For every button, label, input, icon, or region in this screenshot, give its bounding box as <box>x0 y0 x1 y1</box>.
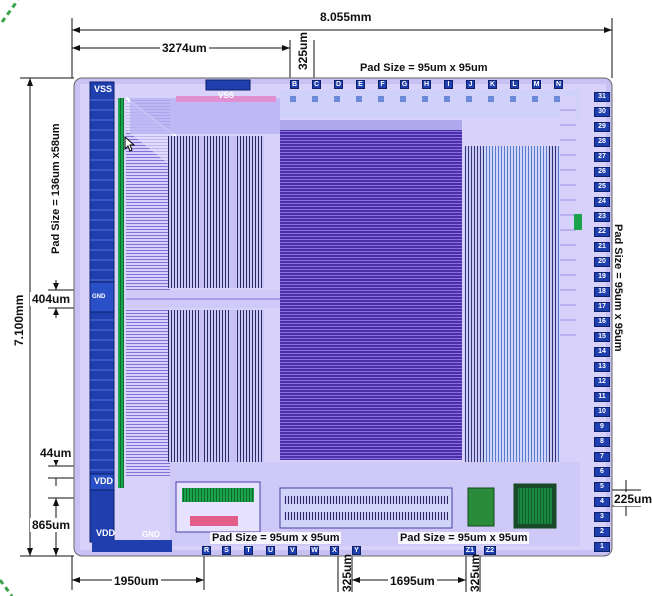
bottom-mid-block <box>279 487 453 529</box>
top-pad-f: F <box>378 80 387 89</box>
right-pad-25: 25 <box>594 182 610 192</box>
right-pad-29: 29 <box>594 122 610 132</box>
right-pad-11: 11 <box>594 392 610 402</box>
right-pad-24: 24 <box>594 197 610 207</box>
right-pad-8: 8 <box>594 437 610 447</box>
right-pad-14: 14 <box>594 347 610 357</box>
right-pad-15: 15 <box>594 332 610 342</box>
dim-bottom-pitch-a: 325um <box>340 553 354 592</box>
bottom-pad-z2: Z2 <box>484 546 496 555</box>
left-array-lower <box>168 310 264 462</box>
pad-size-left: Pad Size = 136um x58um <box>50 123 62 254</box>
right-pad-19: 19 <box>594 272 610 282</box>
mouse-pointer-icon <box>124 135 136 152</box>
dim-right-gap: 225um <box>614 492 652 506</box>
vss-left-label: VSS <box>94 84 113 94</box>
bottom-pad-z1: Z1 <box>464 546 476 555</box>
dim-top-pad-pitch: 325um <box>296 31 310 70</box>
top-pad-b: B <box>290 80 299 89</box>
bottom-pad-y: Y <box>352 546 361 555</box>
bottom-pad-r: R <box>202 546 211 555</box>
right-pad-31: 31 <box>594 92 610 102</box>
right-pad-7: 7 <box>594 452 610 462</box>
right-pad-28: 28 <box>594 137 610 147</box>
top-pad-j: J <box>466 80 475 89</box>
top-pad-i: I <box>444 80 453 89</box>
pad-size-top: Pad Size = 95um x 95um <box>360 62 488 74</box>
dashed-corner-top <box>0 0 20 23</box>
right-pad-18: 18 <box>594 287 610 297</box>
right-pad-30: 30 <box>594 107 610 117</box>
right-pad-5: 5 <box>594 482 610 492</box>
right-pad-12: 12 <box>594 377 610 387</box>
dim-bottom-pitch-b: 325um <box>468 553 482 592</box>
dim-height-total: 7.100mm <box>12 292 26 348</box>
vss-top-label: VSS <box>218 91 235 100</box>
top-pad-c: C <box>312 80 321 89</box>
bottom-pad-s: S <box>222 546 231 555</box>
vdd-bottom-label: VDD <box>96 528 116 538</box>
right-pad-20: 20 <box>594 257 610 267</box>
bottom-green-block <box>467 487 495 527</box>
dim-bottom-mid-span: 1695um <box>388 574 437 588</box>
right-pad-10: 10 <box>594 407 610 417</box>
dim-bottom-left-width: 1950um <box>112 574 161 588</box>
right-pad-22: 22 <box>594 227 610 237</box>
left-array-upper <box>168 136 264 288</box>
right-pad-16: 16 <box>594 317 610 327</box>
bottom-pad-v: V <box>288 546 297 555</box>
top-pad-m: M <box>532 80 541 89</box>
right-pad-26: 26 <box>594 167 610 177</box>
pad-size-right: Pad Size = 95um x 95um <box>612 224 624 352</box>
right-pad-6: 6 <box>594 467 610 477</box>
right-pad-2: 2 <box>594 527 610 537</box>
right-pad-13: 13 <box>594 362 610 372</box>
right-pad-21: 21 <box>594 242 610 252</box>
dim-left-gap: 404um <box>30 292 73 306</box>
dashed-corner-bottom <box>0 579 14 596</box>
green-esd-strip <box>118 98 124 488</box>
top-pad-h: H <box>422 80 431 89</box>
gnd-left-label: GND <box>92 294 106 300</box>
right-pad-4: 4 <box>594 497 610 507</box>
pad-size-bottom-a: Pad Size = 95um x 95um <box>210 532 342 544</box>
core-memory-array <box>280 128 462 460</box>
top-pad-g: G <box>400 80 409 89</box>
dim-small-gap: 44um <box>38 446 74 460</box>
gnd-bottom-label: GND <box>142 530 160 539</box>
right-pad-3: 3 <box>594 512 610 522</box>
right-pad-1: 1 <box>594 542 610 552</box>
dim-left-offset: 3274um <box>160 41 209 55</box>
top-pad-n: N <box>554 80 563 89</box>
top-pad-l: L <box>510 80 519 89</box>
bottom-pad-w: W <box>310 546 319 555</box>
bottom-pad-u: U <box>266 546 275 555</box>
dim-width-total: 8.055mm <box>318 10 374 24</box>
right-pad-17: 17 <box>594 302 610 312</box>
top-pad-e: E <box>356 80 365 89</box>
top-pad-k: K <box>488 80 497 89</box>
vdd-left-label: VDD <box>94 476 114 486</box>
right-pad-9: 9 <box>594 422 610 432</box>
bottom-pad-x: X <box>330 546 339 555</box>
pad-size-bottom-b: Pad Size = 95um x 95um <box>398 532 530 544</box>
top-pad-d: D <box>334 80 343 89</box>
dim-bottom-left-height: 865um <box>30 518 73 532</box>
right-pad-27: 27 <box>594 152 610 162</box>
vss-top-pad <box>205 79 251 91</box>
bottom-pad-t: T <box>244 546 253 555</box>
right-pad-23: 23 <box>594 212 610 222</box>
